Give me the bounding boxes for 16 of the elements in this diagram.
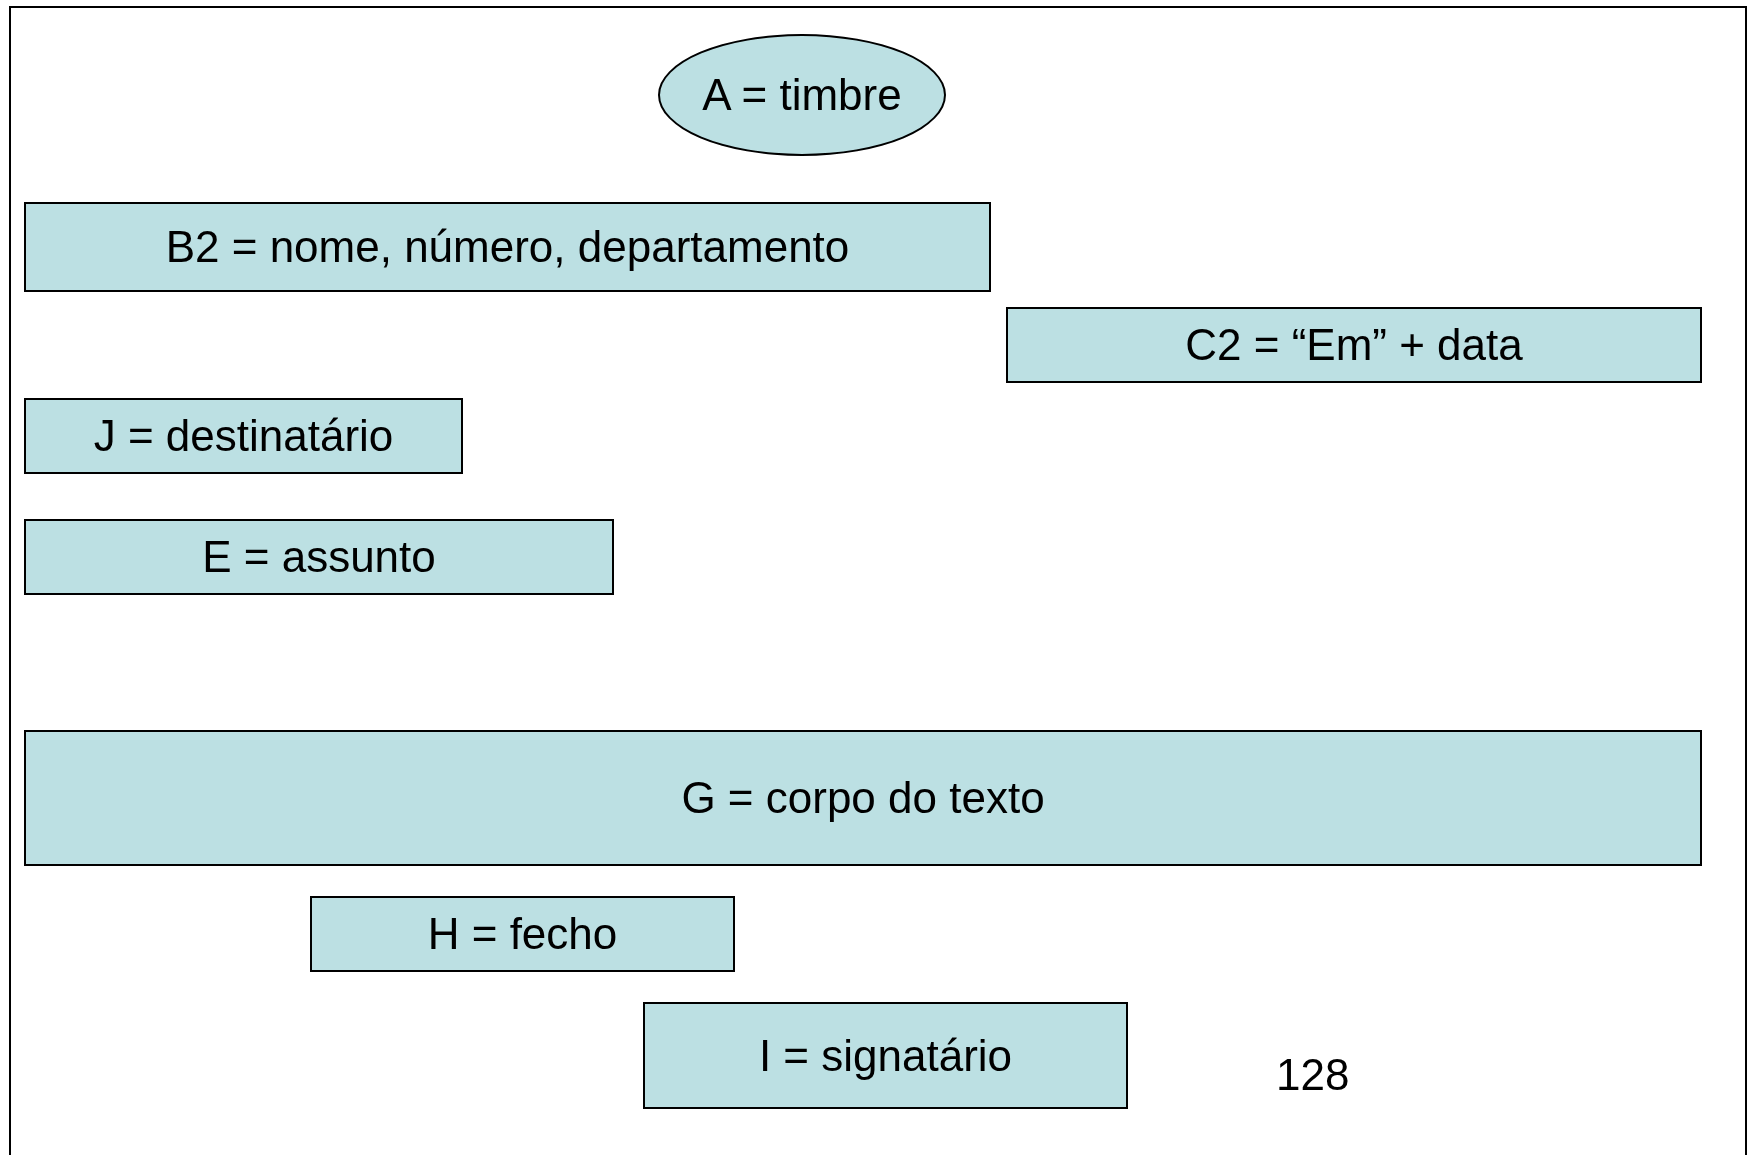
field-box [310, 896, 735, 972]
node-label: G = corpo do texto [681, 773, 1045, 823]
field-box [24, 202, 991, 292]
node-label: C2 = “Em” + data [1185, 320, 1523, 370]
field-box [24, 398, 463, 474]
node-label: J = destinatário [93, 411, 394, 461]
field-box [24, 730, 1702, 866]
node-label: B2 = nome, número, departamento [165, 222, 850, 272]
node-label: I = signatário [758, 1030, 1013, 1081]
field-box [24, 519, 614, 595]
node-label: H = fecho [427, 909, 618, 959]
node-label: E = assunto [202, 532, 436, 582]
field-box [643, 1002, 1128, 1109]
page-number: 128 [1276, 1050, 1350, 1100]
node-label: A = timbre [702, 70, 902, 120]
field-box [1006, 307, 1702, 383]
